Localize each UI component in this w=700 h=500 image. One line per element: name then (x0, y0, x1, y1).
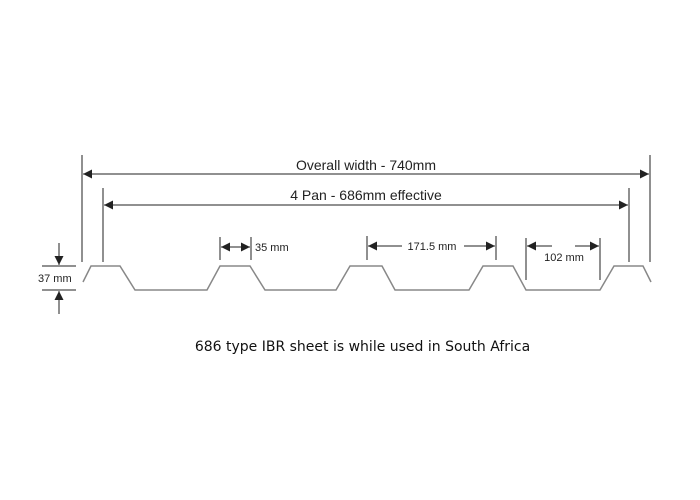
height-label: 37 mm (38, 273, 72, 285)
effective-width-dimension: 4 Pan - 686mm effective (104, 187, 628, 210)
effective-width-label: 4 Pan - 686mm effective (290, 187, 442, 203)
figure-caption: 686 type IBR sheet is while used in Sout… (194, 339, 531, 355)
sheet-profile (82, 265, 652, 291)
pan-label: 102 mm (544, 252, 584, 264)
overall-width-dimension: Overall width - 740mm (83, 157, 649, 179)
pitch-dimension: 171.5 mm (368, 241, 495, 253)
pan-dimension: 102 mm (527, 241, 599, 264)
rib-top-label: 35 mm (255, 242, 289, 254)
pitch-label: 171.5 mm (408, 241, 457, 253)
overall-width-label: Overall width - 740mm (296, 157, 436, 173)
rib-top-dimension: 35 mm (221, 242, 289, 254)
height-dimension: 37 mm (38, 243, 72, 314)
extension-lines (42, 155, 651, 291)
